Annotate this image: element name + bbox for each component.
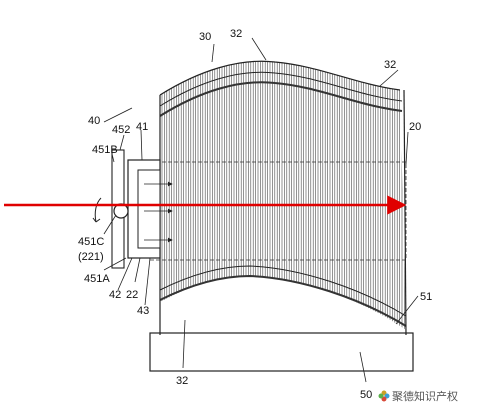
label-30: 30 (199, 31, 211, 43)
watermark: 聚德知识产权 (378, 389, 458, 403)
fiber-bundle-30 (159, 60, 407, 336)
label-451B: 451B (92, 144, 118, 156)
mount-assembly-40 (92, 149, 173, 269)
label-40: 40 (88, 115, 100, 127)
labels: 30 32 32 20 40 41 452 451B 451C (221) 45… (78, 28, 432, 401)
label-51: 51 (420, 291, 432, 303)
label-32-bottom: 32 (176, 375, 188, 387)
label-50: 50 (360, 389, 372, 401)
base-block-50 (149, 332, 414, 372)
flower-logo-icon (378, 390, 390, 402)
label-41: 41 (136, 121, 148, 133)
label-221: (221) (78, 251, 104, 263)
watermark-text: 聚德知识产权 (392, 389, 458, 403)
label-32-top-right: 32 (384, 59, 396, 71)
label-43: 43 (137, 305, 149, 317)
label-452: 452 (112, 124, 130, 136)
label-32-top-left: 32 (230, 28, 242, 40)
leader-lines (103, 37, 419, 383)
label-451C: 451C (78, 236, 104, 248)
region-20 (149, 161, 407, 261)
label-22: 22 (126, 289, 138, 301)
label-451A: 451A (84, 273, 110, 285)
label-20: 20 (409, 121, 421, 133)
label-42: 42 (109, 289, 121, 301)
